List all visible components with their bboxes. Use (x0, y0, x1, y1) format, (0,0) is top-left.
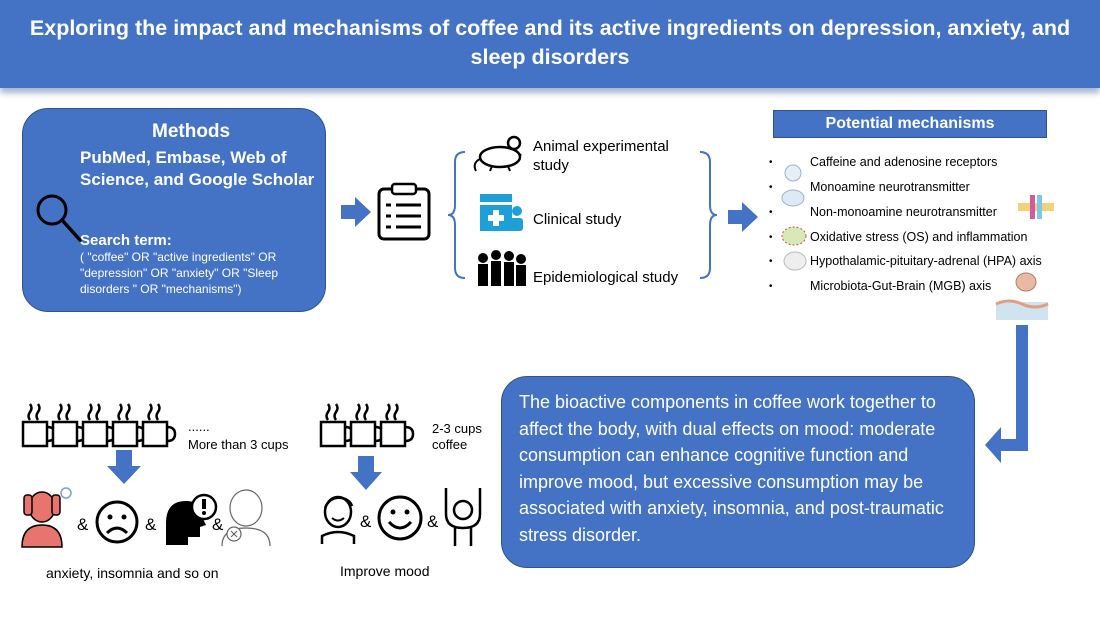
amp: & (77, 515, 89, 534)
moderate-cups-label: 2-3 cups coffee (432, 421, 482, 452)
coffee-cup-icon (379, 403, 415, 448)
mechanism-item: Hypothalamic-pituitary-adrenal (HPA) axi… (810, 254, 1042, 268)
brain-icon (783, 251, 807, 271)
methods-box (22, 108, 326, 312)
coffee-cup-icon (349, 403, 385, 448)
connector-arrow-icon (985, 325, 1028, 463)
study-epidemiological: Epidemiological study (533, 269, 679, 286)
receptor-icon (784, 164, 802, 182)
mechanisms-heading: Potential mechanisms (773, 110, 1047, 138)
oxidative-stress-icon (781, 226, 807, 246)
mechanism-item: Non-monoamine neurotransmitter (810, 205, 997, 219)
coffee-cups-excess (21, 403, 177, 448)
page-title: Exploring the impact and mechanisms of c… (29, 16, 1071, 69)
study-clinical: Clinical study (533, 211, 622, 228)
mechanism-item: Caffeine and adenosine receptors (810, 155, 998, 169)
amp: & (212, 515, 224, 534)
amp: & (427, 512, 439, 531)
bullet: • (769, 157, 773, 168)
celebrating-person-icon (444, 488, 482, 546)
mechanism-item: Oxidative stress (OS) and inflammation (810, 230, 1028, 244)
thinking-head-icon (166, 493, 218, 545)
bullet: • (769, 281, 773, 292)
coffee-cup-icon (111, 403, 147, 448)
coffee-cup-icon (81, 403, 117, 448)
coffee-cup-icon (51, 403, 87, 448)
search-terms: ( "coffee" OR "active ingredients" OR "d… (80, 250, 279, 296)
insomnia-person-icon (221, 489, 271, 547)
study-animal: Animal experimental study (533, 138, 669, 174)
rat-icon (473, 135, 522, 172)
title-banner (0, 0, 1100, 88)
excess-caption: anxiety, insomnia and so on (46, 565, 219, 581)
medical-kit-icon (480, 194, 523, 231)
gut-brain-icon (995, 272, 1049, 320)
coffee-cup-icon (319, 403, 355, 448)
mechanism-item: Monoamine neurotransmitter (810, 180, 970, 194)
methods-heading: Methods (152, 121, 231, 142)
search-icon (36, 194, 82, 242)
moderate-caption: Improve mood (340, 563, 430, 579)
coffee-cup-icon (21, 403, 57, 448)
arrow-down-icon (107, 450, 141, 484)
bullet: • (769, 256, 773, 267)
summary-box (501, 376, 975, 568)
clipboard-icon (377, 182, 431, 241)
stressed-person-icon (21, 487, 72, 548)
bullet: • (769, 207, 773, 218)
coffee-cups-moderate (319, 403, 415, 448)
bullet: • (769, 232, 773, 243)
excess-ellipsis: ...... (188, 419, 210, 434)
smile-face-icon (377, 495, 423, 541)
mechanism-item: Microbiota-Gut-Brain (MGB) axis (810, 279, 992, 293)
frown-face-icon (95, 500, 139, 544)
membrane-protein-icon (1018, 195, 1054, 219)
summary-text: The bioactive components in coffee work … (519, 392, 944, 545)
bullet: • (769, 182, 773, 193)
people-icon (478, 250, 526, 286)
arrow-down-icon (350, 456, 382, 490)
happy-person-icon (320, 495, 356, 544)
amp: & (360, 512, 372, 531)
coffee-cup-icon (141, 403, 177, 448)
search-term-label: Search term: (80, 232, 172, 249)
excess-cups-label: More than 3 cups (188, 437, 289, 452)
neurotransmitter-icon (781, 189, 805, 207)
methods-databases: PubMed, Embase, Web of Science, and Goog… (80, 148, 315, 189)
arrow-right-icon (341, 197, 371, 227)
amp: & (145, 515, 157, 534)
right-brace-icon (699, 151, 718, 279)
left-brace-icon (447, 151, 466, 279)
arrow-right-icon (728, 202, 758, 232)
